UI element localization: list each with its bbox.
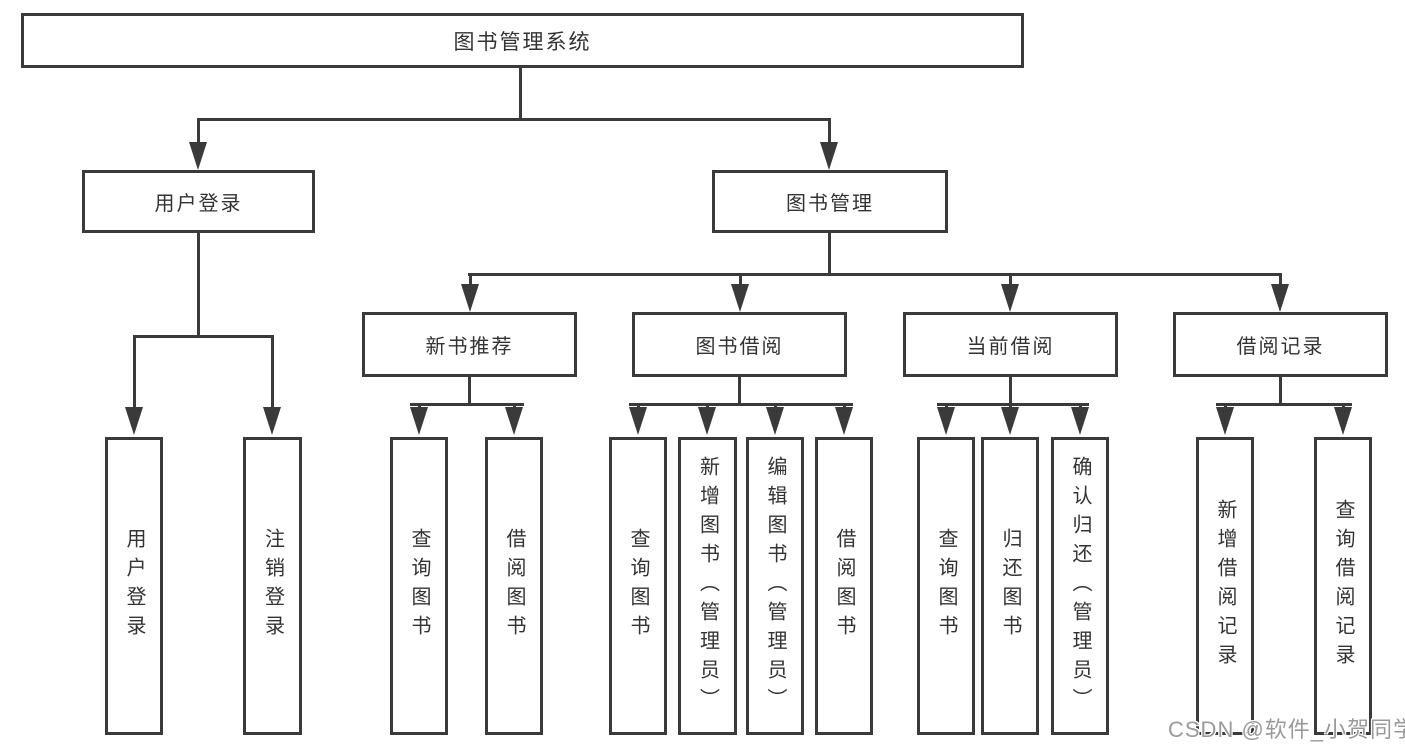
- arrow-down-icon: [263, 407, 281, 435]
- node-label: 查询借阅记录: [1332, 499, 1354, 673]
- connector-line: [197, 233, 200, 335]
- node-label: 图书管理系统: [453, 30, 592, 54]
- arrow-down-icon: [731, 284, 749, 312]
- arrow-down-icon: [766, 407, 784, 435]
- node-label: 注销登录: [261, 528, 284, 644]
- node-library-management-system: 图书管理系统: [21, 13, 1024, 68]
- leaf-query-books-2: 查询图书: [609, 437, 667, 735]
- connector-line: [271, 335, 274, 409]
- arrow-down-icon: [461, 284, 479, 312]
- node-label: 新书推荐: [425, 336, 514, 358]
- leaf-add-book-admin: 新增图书（管理员）: [678, 437, 737, 735]
- leaf-query-books-3: 查询图书: [917, 437, 975, 735]
- connector-line: [739, 273, 742, 287]
- arrow-down-icon: [835, 407, 853, 435]
- connector-line: [1009, 377, 1012, 406]
- leaf-query-borrow-record: 查询借阅记录: [1314, 437, 1372, 735]
- connector-line: [410, 403, 524, 406]
- node-label: 借阅图书: [833, 528, 855, 644]
- leaf-return-book: 归还图书: [981, 437, 1039, 735]
- arrow-down-icon: [629, 407, 647, 435]
- node-label: 新增借阅记录: [1214, 499, 1236, 673]
- watermark: CSDN @软件_小贺同学: [1168, 717, 1405, 742]
- leaf-borrow-books: 借阅图书: [485, 437, 543, 735]
- arrow-down-icon: [820, 142, 838, 170]
- arrow-down-icon: [1271, 284, 1289, 312]
- node-label: 查询图书: [935, 528, 957, 644]
- leaf-logout: 注销登录: [243, 437, 302, 735]
- connector-line: [629, 403, 853, 406]
- arrow-down-icon: [1216, 407, 1234, 435]
- node-user-login: 用户登录: [82, 170, 315, 233]
- connector-line: [519, 68, 522, 118]
- node-label: 归还图书: [999, 528, 1021, 644]
- arrow-down-icon: [410, 407, 428, 435]
- node-label: 查询图书: [627, 528, 649, 644]
- connector-line: [1279, 273, 1282, 287]
- connector-line: [197, 118, 831, 121]
- connector-line: [738, 377, 741, 406]
- node-label: 查询图书: [408, 528, 430, 644]
- node-label: 图书管理: [786, 193, 874, 215]
- leaf-borrow-books-2: 借阅图书: [815, 437, 873, 735]
- node-label: 确认归还（管理员）: [1069, 455, 1091, 717]
- leaf-query-books: 查询图书: [390, 437, 448, 735]
- connector-line: [469, 273, 472, 287]
- connector-line: [133, 335, 136, 409]
- leaf-confirm-return-admin: 确认归还（管理员）: [1051, 437, 1109, 735]
- arrow-down-icon: [505, 407, 523, 435]
- arrow-down-icon: [1001, 407, 1019, 435]
- node-label: 新增图书（管理员）: [696, 455, 719, 717]
- node-borrowing-records: 借阅记录: [1173, 312, 1388, 377]
- node-label: 用户登录: [123, 528, 145, 644]
- arrow-down-icon: [937, 407, 955, 435]
- connector-line: [197, 118, 200, 144]
- leaf-edit-book-admin: 编辑图书（管理员）: [746, 437, 804, 735]
- arrow-down-icon: [1001, 284, 1019, 312]
- node-new-book-recommendation: 新书推荐: [362, 312, 577, 377]
- leaf-add-borrow-record: 新增借阅记录: [1196, 437, 1254, 735]
- connector-line: [133, 335, 273, 338]
- connector-line: [468, 273, 1282, 276]
- connector-line: [828, 118, 831, 144]
- connector-line: [1216, 403, 1352, 406]
- connector-line: [1279, 377, 1282, 406]
- node-label: 当前借阅: [966, 336, 1055, 358]
- connector-line: [828, 233, 831, 273]
- node-label: 借阅图书: [503, 528, 525, 644]
- node-label: 用户登录: [154, 193, 243, 215]
- node-label: 编辑图书（管理员）: [764, 455, 786, 717]
- node-book-borrowing: 图书借阅: [632, 312, 847, 377]
- node-label: 借阅记录: [1236, 336, 1325, 358]
- node-book-management: 图书管理: [712, 170, 948, 233]
- node-current-borrowing: 当前借阅: [903, 312, 1118, 377]
- arrow-down-icon: [125, 407, 143, 435]
- arrow-down-icon: [1071, 407, 1089, 435]
- leaf-user-login: 用户登录: [105, 437, 163, 735]
- connector-line: [1009, 273, 1012, 287]
- arrow-down-icon: [1334, 407, 1352, 435]
- arrow-down-icon: [698, 407, 716, 435]
- arrow-down-icon: [189, 142, 207, 170]
- connector-line: [937, 403, 1089, 406]
- connector-line: [468, 377, 471, 406]
- node-label: 图书借阅: [695, 336, 784, 358]
